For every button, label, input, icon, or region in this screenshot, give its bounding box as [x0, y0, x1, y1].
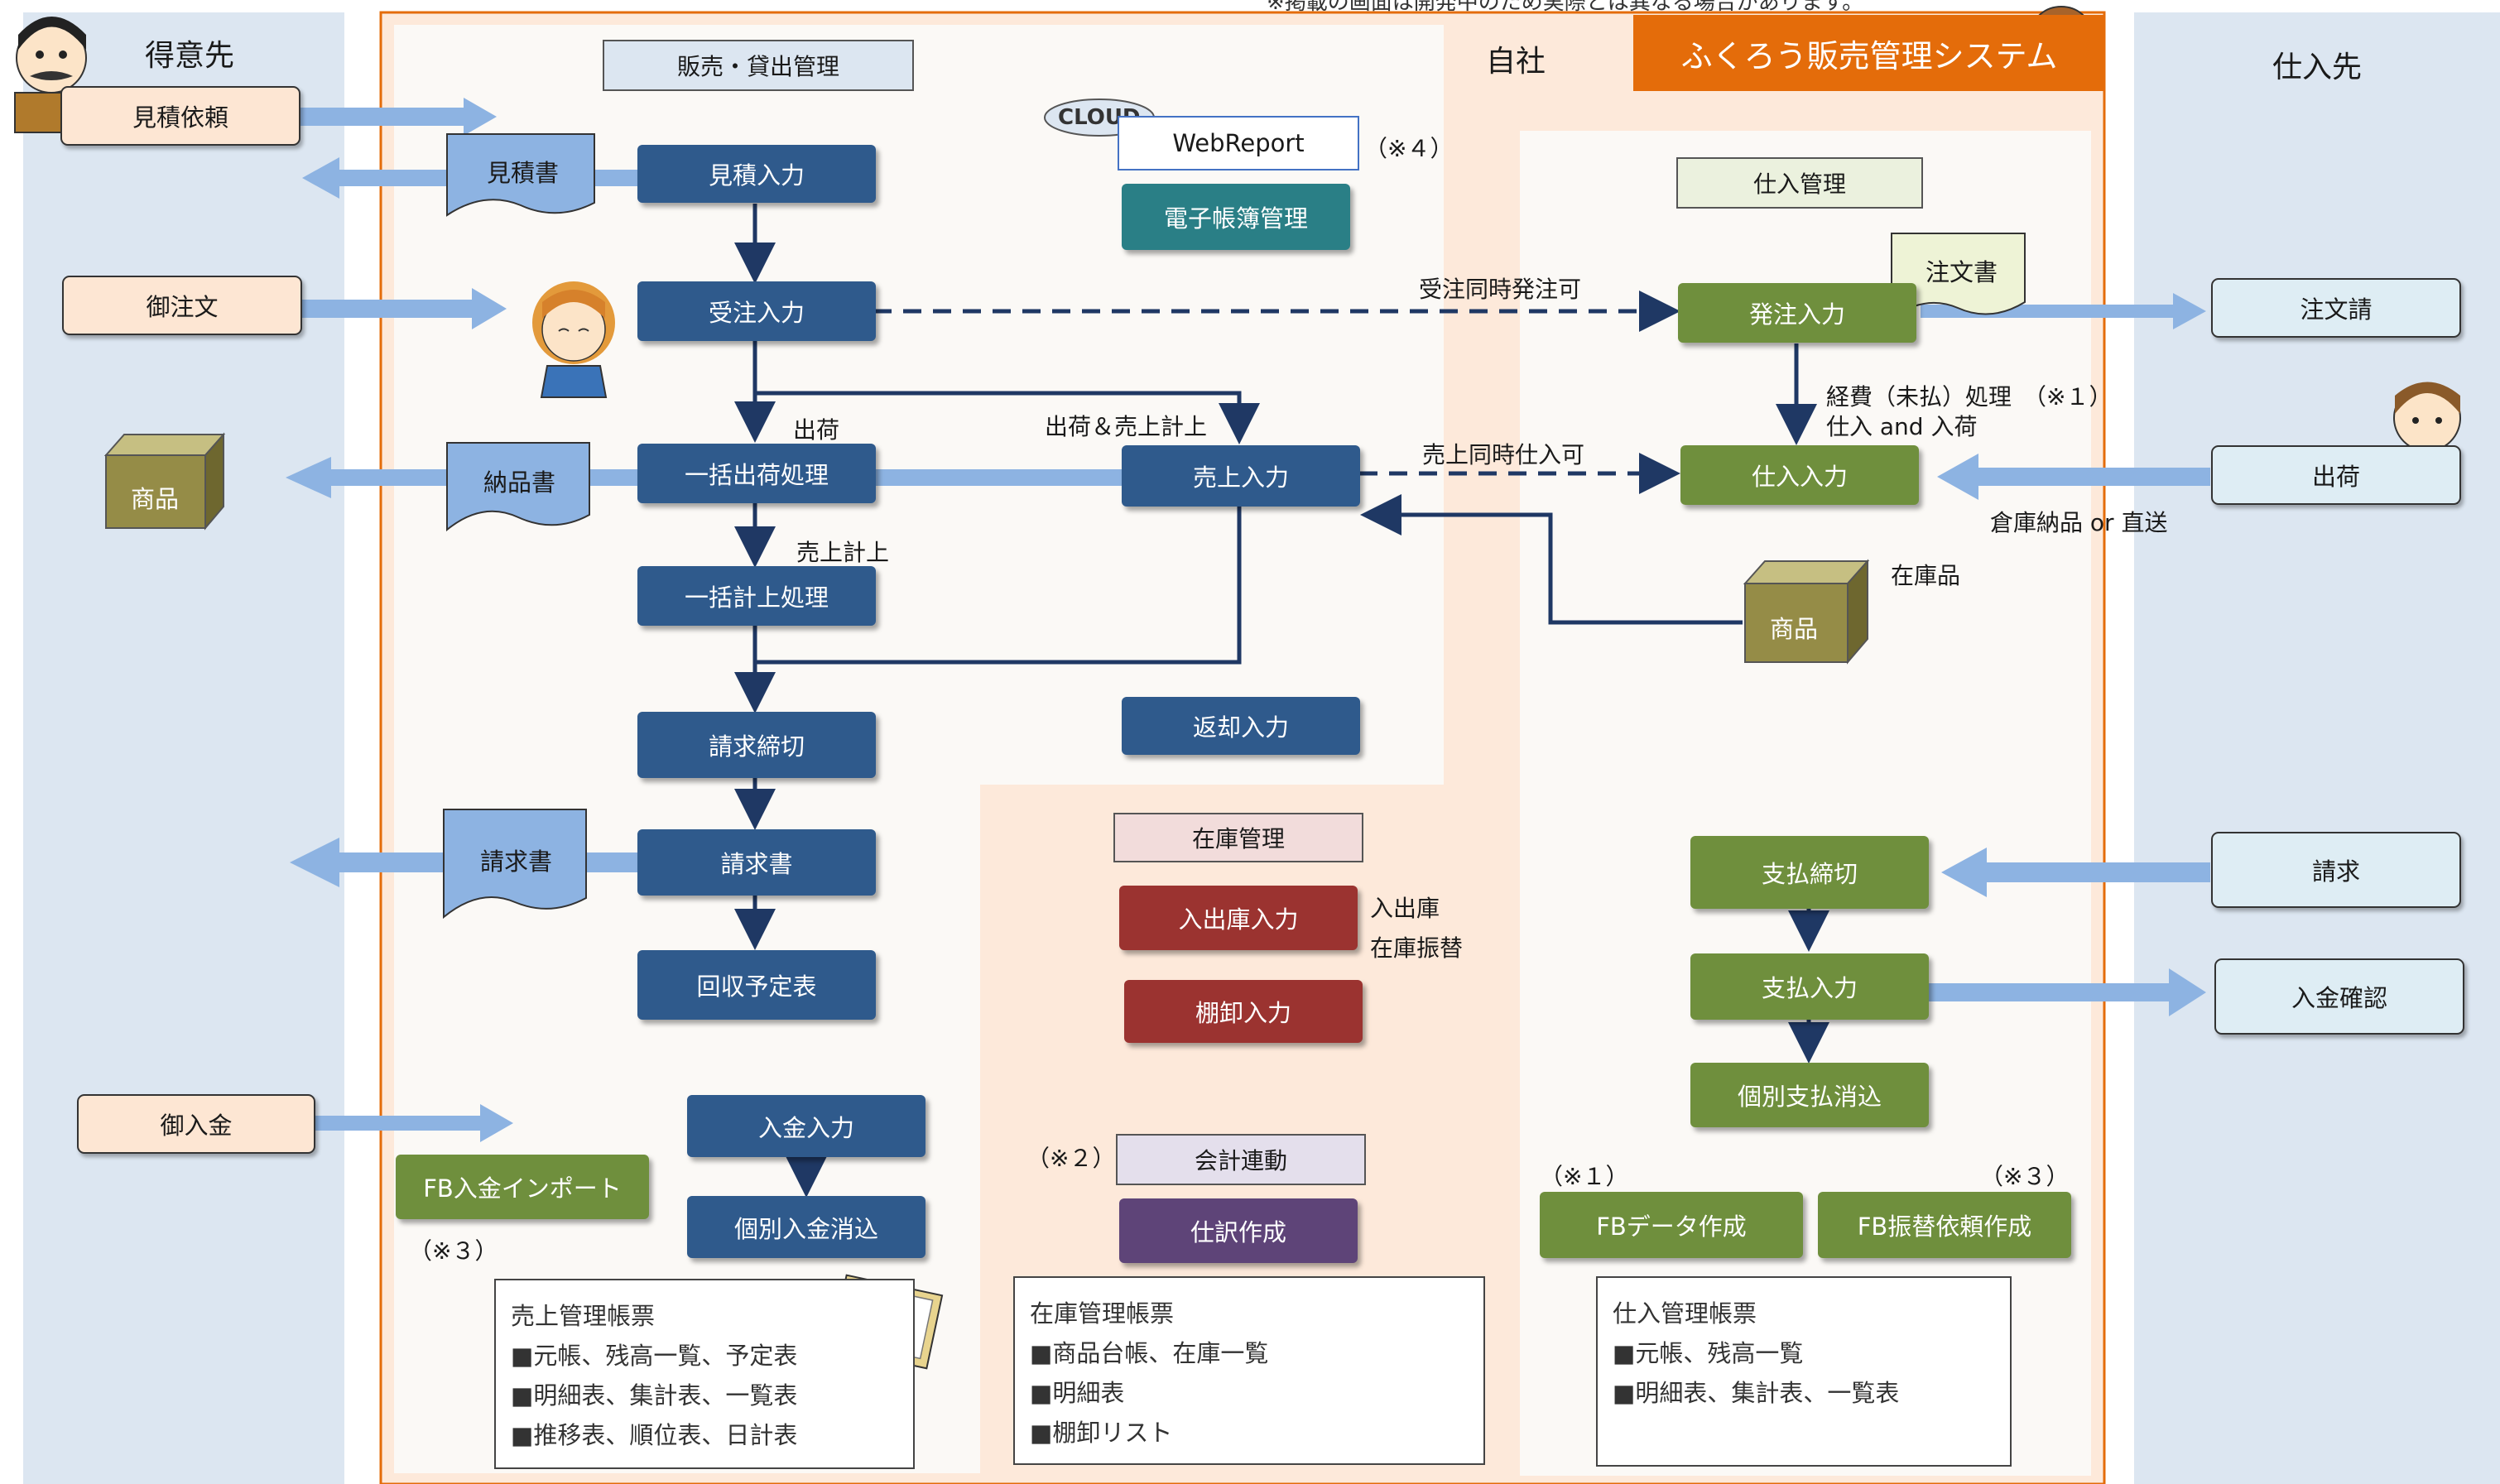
fb-transfer-button[interactable]: FB振替依頼作成: [1818, 1192, 2071, 1258]
label-ship-and-sales: 出荷＆売上計上: [1045, 413, 1208, 440]
lane-title-own: 自社: [1486, 45, 1546, 79]
purchase-order-doc-label: 注文書: [1925, 258, 1998, 286]
goods-cube-stock: [1743, 559, 1870, 665]
arrow-order: [298, 288, 507, 329]
label-expense: 経費（未払）処理 （※１）: [1826, 383, 2113, 411]
label-sales-sync: 売上同時仕入可: [1422, 441, 1585, 468]
purchase-report-title: 仕入管理帳票: [1613, 1299, 1757, 1328]
arrow-payment-confirm: [1929, 968, 2206, 1016]
sales-input-button[interactable]: 売上入力: [1122, 445, 1360, 507]
note2-label: （※２）: [1026, 1145, 1116, 1172]
stock-goods-label: 商品: [1770, 615, 1819, 643]
supplier-billing-box: 請求: [2211, 832, 2461, 908]
supplier-lane: [2134, 12, 2500, 1484]
goods-cube-customer: [103, 432, 226, 531]
inventory-report-title: 在庫管理帳票: [1030, 1299, 1175, 1328]
stocktake-input-button[interactable]: 棚卸入力: [1124, 980, 1363, 1043]
purchase-report-list: 仕入管理帳票 ■元帳、残高一覧 ■明細表、集計表、一覧表: [1596, 1276, 2012, 1467]
sales-report-item: ■元帳、残高一覧、予定表: [511, 1342, 798, 1370]
batch-shipping-button[interactable]: 一括出荷処理: [637, 444, 876, 503]
label-stock-transfer: 在庫振替: [1370, 934, 1464, 962]
individual-payment-clearing-button[interactable]: 個別支払消込: [1690, 1063, 1929, 1127]
inventory-report-item: ■商品台帳、在庫一覧: [1030, 1339, 1269, 1367]
arrow-supplier-shipping: [1937, 454, 2210, 500]
invoice-doc-label: 請求書: [480, 848, 553, 876]
businessman-illustration: [14, 17, 90, 133]
payment-input-button-purchase[interactable]: 支払入力: [1690, 953, 1929, 1020]
delivery-doc-label: 納品書: [483, 468, 556, 497]
fb-import-button[interactable]: FB入金インポート: [396, 1155, 649, 1219]
journal-create-button[interactable]: 仕訳作成: [1119, 1198, 1358, 1263]
label-purchase-and-arrival: 仕入 and 入荷: [1826, 413, 1978, 440]
payment-input-button[interactable]: 入金入力: [687, 1095, 925, 1157]
label-sales-record: 売上計上: [796, 539, 890, 566]
customer-lane: [23, 12, 344, 1484]
supplier-shipping-box: 出荷: [2211, 445, 2461, 505]
order-box: 御注文: [62, 276, 302, 335]
purchase-input-button[interactable]: 仕入入力: [1680, 445, 1919, 505]
label-stock-item: 在庫品: [1891, 562, 1961, 589]
individual-clearing-button[interactable]: 個別入金消込: [687, 1196, 925, 1258]
section-inventory: 在庫管理: [1113, 813, 1363, 862]
label-shipping: 出荷: [793, 416, 840, 444]
note3-label: （※３）: [1980, 1163, 2070, 1190]
inventory-report-item: ■明細表: [1030, 1379, 1125, 1407]
estimate-doc-label: 見積書: [487, 159, 560, 187]
purchase-report-item: ■元帳、残高一覧: [1613, 1339, 1804, 1367]
payment-box: 御入金: [77, 1094, 315, 1154]
estimate-doc-shape: [446, 133, 595, 217]
arrow-payment: [315, 1104, 513, 1142]
estimate-input-button[interactable]: 見積入力: [637, 145, 876, 203]
invoice-button[interactable]: 請求書: [637, 829, 876, 896]
label-order-sync: 受注同時発注可: [1419, 276, 1582, 303]
payment-close-button[interactable]: 支払締切: [1690, 836, 1929, 909]
label-note3-left: （※３）: [409, 1237, 498, 1265]
collection-schedule-button[interactable]: 回収予定表: [637, 950, 876, 1020]
section-purchase: 仕入管理: [1676, 157, 1923, 209]
sales-report-item: ■明細表、集計表、一覧表: [511, 1381, 798, 1410]
staff-woman-illustration: [532, 281, 615, 398]
label-warehouse-delivery: 倉庫納品 or 直送: [1990, 509, 2168, 536]
order-acceptance-box: 注文請: [2211, 278, 2461, 338]
note4-label: （※４）: [1364, 135, 1454, 162]
lane-title-customer: 得意先: [145, 39, 235, 73]
webreport-box[interactable]: WebReport: [1118, 116, 1359, 170]
label-in-out: 入出庫: [1370, 895, 1440, 922]
arrow-to-order-acceptance: [1921, 293, 2206, 329]
estimate-request-box: 見積依頼: [60, 86, 300, 146]
ebook-management-button[interactable]: 電子帳簿管理: [1122, 184, 1350, 250]
top-caption: ※掲載の画面は開発中のため実際とは異なる場合があります。: [1267, 0, 1864, 15]
sales-report-list: 売上管理帳票 ■元帳、残高一覧、予定表 ■明細表、集計表、一覧表 ■推移表、順位…: [494, 1279, 915, 1469]
delivery-doc-shape: [446, 442, 590, 532]
note1-label: （※１）: [1540, 1163, 1629, 1190]
customer-goods-label: 商品: [131, 485, 180, 513]
arrow-supplier-billing: [1941, 848, 2210, 897]
payment-confirm-box: 入金確認: [2214, 958, 2464, 1035]
invoice-doc-shape: [443, 809, 587, 920]
fb-data-button[interactable]: FBデータ作成: [1540, 1192, 1803, 1258]
arrow-estimate-request: [298, 98, 497, 136]
batch-sales-button[interactable]: 一括計上処理: [637, 566, 876, 626]
flow-arrows: [734, 204, 1829, 1198]
purchase-order-input-button[interactable]: 発注入力: [1678, 283, 1916, 343]
purchase-report-item: ■明細表、集計表、一覧表: [1613, 1379, 1900, 1407]
inventory-report-item: ■棚卸リスト: [1030, 1419, 1173, 1447]
order-input-button[interactable]: 受注入力: [637, 281, 876, 341]
document-shapes: [443, 133, 595, 920]
in-out-input-button[interactable]: 入出庫入力: [1119, 886, 1358, 950]
inventory-report-list: 在庫管理帳票 ■商品台帳、在庫一覧 ■明細表 ■棚卸リスト: [1013, 1276, 1485, 1465]
section-accounting: 会計連動: [1116, 1134, 1366, 1185]
sales-report-title: 売上管理帳票: [511, 1302, 656, 1330]
system-title: ふくろう販売管理システム: [1633, 15, 2105, 91]
section-sales: 販売・貸出管理: [603, 40, 914, 91]
lane-title-supplier: 仕入先: [2272, 50, 2363, 84]
billing-close-button[interactable]: 請求締切: [637, 712, 876, 778]
sales-report-item: ■推移表、順位表、日計表: [511, 1421, 798, 1449]
return-input-button[interactable]: 返却入力: [1122, 697, 1360, 755]
